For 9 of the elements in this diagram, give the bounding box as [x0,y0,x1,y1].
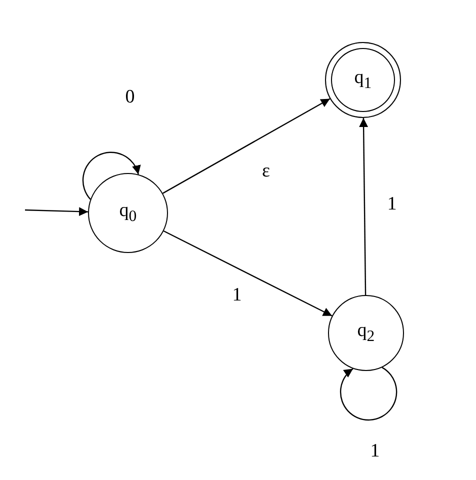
start-arrow [24,207,88,216]
state-label: q$_{2}$ [357,320,375,346]
transition-arrow [162,98,330,194]
state-label: q$_{1}$ [354,67,372,93]
self-loop-arrow [340,366,398,421]
transition-arrow [163,230,332,316]
transition-arrow [359,118,368,296]
self-loop-arrow [82,152,140,200]
state-label: q$_{0}$ [119,200,137,226]
